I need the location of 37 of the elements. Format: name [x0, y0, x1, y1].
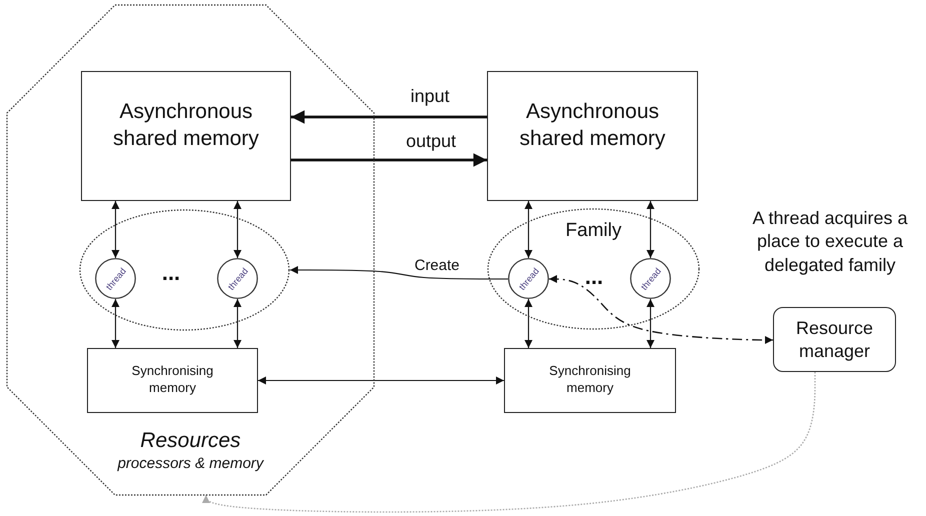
- arrow: [524, 299, 532, 348]
- arrow: [524, 201, 532, 258]
- ellipsis: ...: [160, 262, 182, 284]
- node-label: Asynchronous shared memory: [112, 99, 260, 152]
- dashed-arrow: [202, 372, 816, 513]
- thread-circle: [630, 258, 671, 299]
- family-ellipse: [487, 208, 700, 330]
- resource-manager-box: [773, 307, 896, 372]
- ellipsis: ...: [584, 266, 604, 288]
- arrow: [258, 376, 504, 384]
- arrow: [234, 299, 242, 348]
- memory-box: [487, 71, 698, 201]
- thread-group-ellipse: [79, 209, 290, 331]
- memory-box: [504, 348, 676, 413]
- arrow: [112, 201, 120, 258]
- arrow: [112, 299, 120, 348]
- thread-circle: [95, 258, 136, 299]
- memory-box: [81, 71, 291, 201]
- dashed-arrow: [549, 275, 773, 344]
- arrow: [291, 153, 487, 167]
- memory-box: [87, 348, 258, 413]
- region-subtitle: processors & memory: [118, 454, 264, 474]
- resource-region: [7, 5, 374, 495]
- arrow: [290, 266, 508, 280]
- node-label: Synchronising memory: [130, 363, 214, 397]
- arrow: [291, 110, 487, 124]
- thread-circle: [217, 258, 258, 299]
- thread-circle: [508, 258, 549, 299]
- node-label: Synchronising memory: [548, 363, 632, 397]
- node-label: Resource manager: [794, 317, 874, 364]
- arrow: [646, 299, 654, 348]
- region-title: Resources: [140, 428, 241, 454]
- node-label: Family: [566, 219, 622, 243]
- node-label: Asynchronous shared memory: [518, 99, 666, 152]
- arrow: [234, 201, 242, 258]
- annotation-text: A thread acquires a place to execute a delegated family: [751, 207, 909, 277]
- arrow: [646, 201, 654, 258]
